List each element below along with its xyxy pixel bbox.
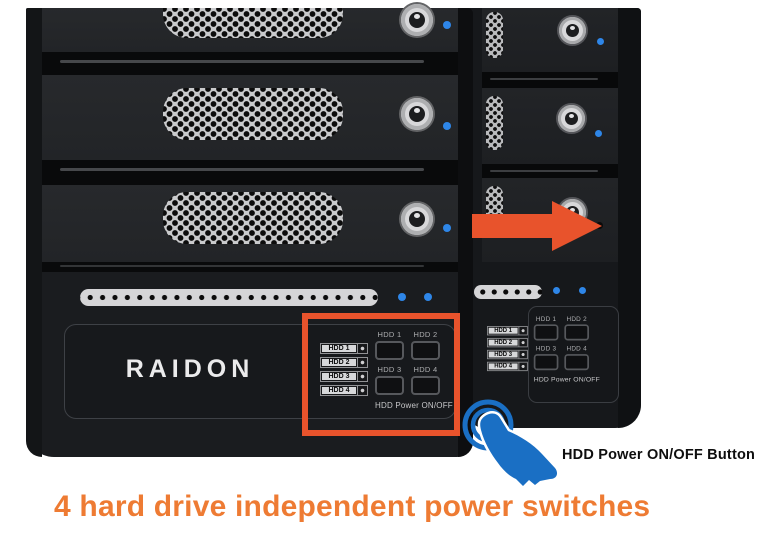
hdd-button-label: HDD 3	[535, 344, 557, 353]
hdd-switch-label: HDD 1	[488, 327, 518, 334]
bay-separator	[42, 262, 458, 272]
cluster-caption: HDD Power ON/OFF	[375, 401, 453, 410]
hdd-button-label: HDD 3	[377, 365, 402, 374]
hdd-switch-label: HDD 3	[322, 373, 356, 380]
hdd-switch-row: HDD 3	[320, 371, 368, 382]
tap-gesture-icon	[462, 399, 560, 490]
arrow-icon	[472, 201, 602, 251]
bay-vent	[486, 96, 503, 150]
bay-vent	[486, 12, 503, 58]
status-led	[398, 293, 406, 301]
hdd-power-button	[564, 354, 589, 371]
hdd-power-button	[411, 341, 440, 360]
hdd-button-label: HDD 2	[413, 330, 438, 339]
switch-icon	[357, 344, 367, 353]
hdd-switch-column: HDD 1 HDD 2 HDD 3 HDD 4	[320, 343, 368, 410]
bay-separator	[482, 164, 618, 180]
tray-lock-icon	[401, 98, 433, 130]
cluster-caption: HDD Power ON/OFF	[533, 375, 600, 383]
side-bezel	[458, 8, 473, 457]
hdd-led	[443, 122, 451, 130]
hdd-switch-row: HDD 1	[487, 326, 528, 336]
hdd-switch-label: HDD 4	[322, 387, 356, 394]
hdd-power-button	[375, 341, 404, 360]
status-led	[424, 293, 432, 301]
hdd-button-label: HDD 2	[566, 315, 587, 323]
bay-vent	[163, 8, 343, 38]
hdd-switch-row: HDD 2	[320, 357, 368, 368]
hdd-power-button	[411, 376, 440, 395]
drive-bay	[482, 8, 618, 72]
brand-logo: RAIDON	[125, 355, 255, 383]
hdd-led	[595, 130, 602, 137]
switch-icon	[357, 386, 367, 395]
tray-lock-icon	[559, 17, 586, 44]
hdd-switch-label: HDD 2	[488, 339, 518, 346]
hdd-power-button	[375, 376, 404, 395]
status-led	[553, 287, 560, 294]
ventilation-row	[80, 289, 378, 306]
highlight-rectangle	[302, 313, 460, 436]
front-panel	[64, 324, 456, 419]
hdd-led	[597, 38, 604, 45]
pointer-hand-icon	[480, 413, 558, 486]
annotation-label: HDD Power ON/OFF Button	[562, 447, 756, 463]
hdd-button-label: HDD 4	[566, 344, 587, 353]
side-bezel	[26, 8, 42, 457]
hdd-switch-row: HDD 1	[320, 343, 368, 354]
bay-separator	[42, 52, 458, 75]
switch-icon	[518, 326, 527, 335]
bay-separator	[42, 160, 458, 185]
hdd-switch-label: HDD 2	[322, 359, 356, 366]
hdd-switch-label: HDD 4	[488, 363, 518, 370]
switch-icon	[357, 358, 367, 367]
tray-lock-icon	[401, 203, 433, 235]
bay-vent	[163, 88, 343, 140]
switch-icon	[518, 338, 527, 347]
hdd-switch-label: HDD 3	[488, 351, 518, 358]
ventilation-row	[474, 285, 542, 299]
switch-icon	[518, 350, 527, 359]
bay-vent	[163, 192, 343, 244]
switch-icon	[357, 372, 367, 381]
hdd-button-label: HDD 1	[535, 315, 557, 323]
hdd-switch-row: HDD 4	[487, 361, 528, 372]
hdd-button-label: HDD 1	[377, 330, 402, 339]
hdd-switch-label: HDD 1	[322, 345, 356, 352]
hdd-led	[443, 21, 451, 29]
switch-cluster: HDD 1 HDD 2 HDD 3 HDD 4 HDD 1 HDD 2 HDD …	[487, 315, 600, 383]
hdd-power-button	[533, 354, 559, 371]
tray-lock-icon	[558, 105, 585, 132]
hdd-led	[443, 224, 451, 232]
switch-icon	[518, 362, 527, 371]
caption-text: 4 hard drive independent power switches	[54, 490, 651, 523]
hdd-switch-row: HDD 3	[487, 349, 528, 360]
bay-separator	[482, 72, 618, 88]
hdd-switch-column: HDD 1 HDD 2 HDD 3 HDD 4	[487, 326, 528, 383]
tray-lock-icon	[401, 4, 433, 36]
hdd-button-label: HDD 4	[413, 365, 438, 374]
hdd-switch-row: HDD 4	[320, 385, 368, 396]
drive-bay	[482, 88, 618, 164]
switch-cluster: HDD 1 HDD 2 HDD 3 HDD 4 HDD 1 HDD 2 HDD …	[320, 330, 453, 410]
side-bezel	[618, 8, 641, 428]
hdd-switch-row: HDD 2	[487, 337, 528, 348]
hdd-power-button	[564, 324, 589, 341]
hdd-power-button	[533, 324, 559, 341]
status-led	[579, 287, 586, 294]
